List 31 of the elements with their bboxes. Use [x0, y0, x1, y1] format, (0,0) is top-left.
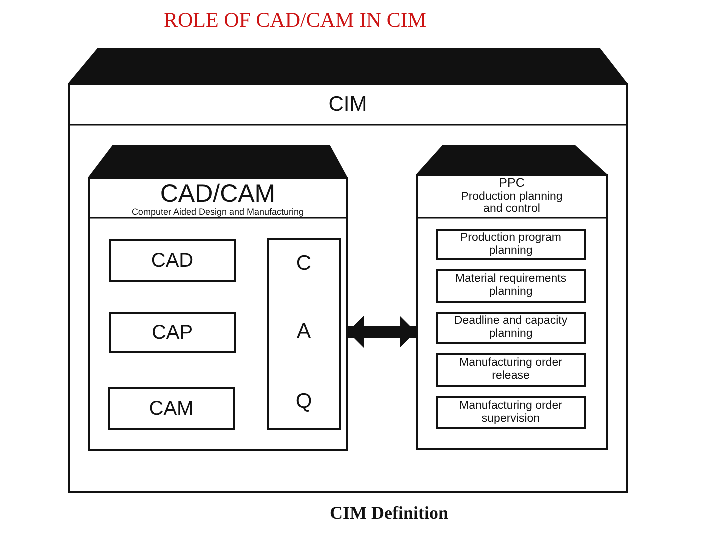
framed-panel: [68, 48, 628, 493]
box-label: Manufacturing order release: [458, 357, 564, 383]
box-label: CAM: [148, 398, 195, 420]
process-box: [108, 387, 235, 430]
diagram-caption: CIM Definition: [330, 503, 448, 524]
framed-panel: [416, 145, 608, 450]
process-box: [436, 353, 586, 387]
process-box: [436, 312, 586, 344]
box-label: Material requirements planning: [454, 273, 568, 299]
process-box: [436, 269, 586, 303]
diagram-title: ROLE OF CAD/CAM IN CIM: [164, 8, 427, 32]
box-label: CAD: [150, 250, 195, 272]
box-label: Deadline and capacity planning: [453, 315, 569, 341]
panel-subtitle: Computer Aided Design and Manufacturing: [130, 208, 306, 218]
process-box: [109, 312, 236, 353]
box-label: CAP: [150, 322, 194, 344]
column-letter: C: [295, 252, 313, 276]
double-arrow: [348, 316, 416, 348]
process-box: [436, 229, 586, 260]
column-letter: A: [296, 320, 312, 344]
panel-heading: PPC: [498, 177, 526, 191]
tall-column-box: [267, 238, 341, 430]
panel-heading: CAD/CAM: [159, 181, 277, 208]
box-label: Production program planning: [460, 232, 562, 258]
panel-heading: CIM: [328, 93, 368, 116]
box-label: Manufacturing order supervision: [458, 400, 564, 426]
column-letter: Q: [294, 390, 314, 414]
process-box: [109, 239, 236, 282]
framed-panel: [88, 145, 348, 451]
process-box: [436, 396, 586, 429]
panel-subtitle: Production planning and control: [460, 191, 564, 216]
